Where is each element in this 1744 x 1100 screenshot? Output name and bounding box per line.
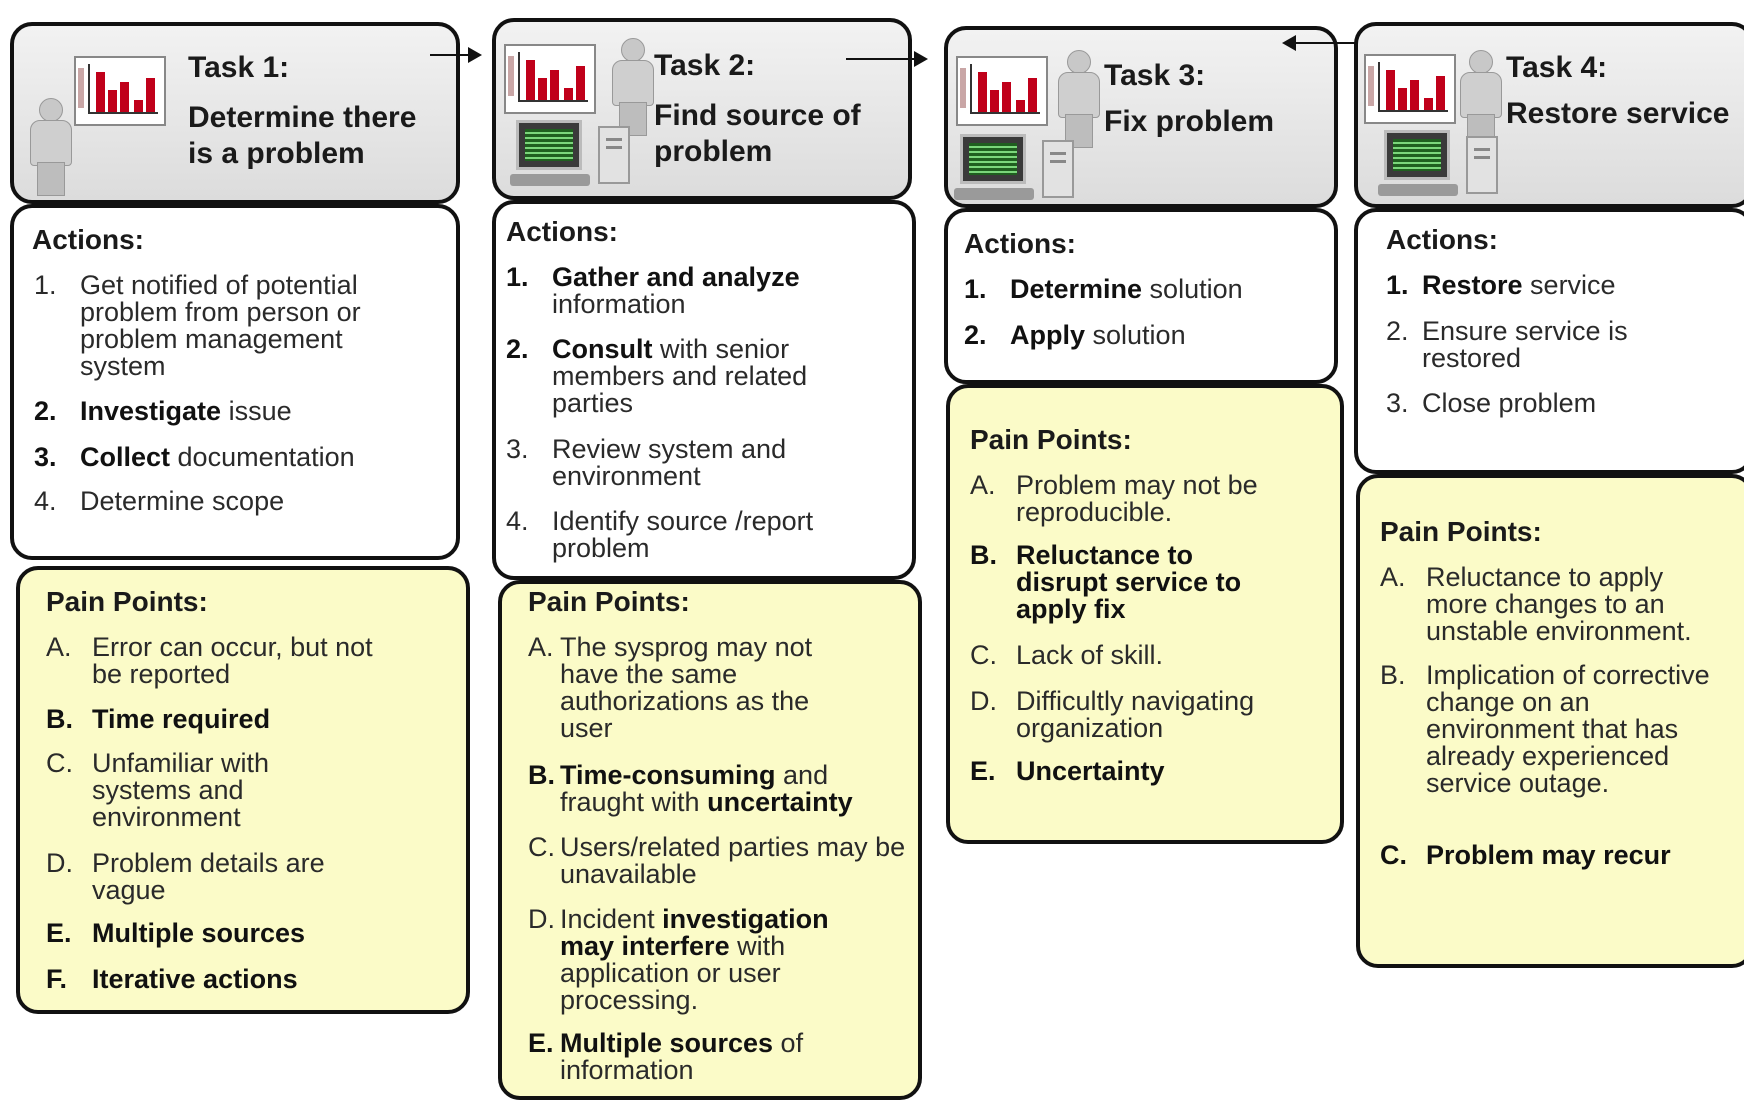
task4-action-2: 2.Ensure service is restored xyxy=(1386,316,1628,373)
task1-pain-a: A.Error can occur, but not be reported xyxy=(46,632,373,689)
task4-pain-panel xyxy=(1356,474,1744,968)
person-icon xyxy=(1056,50,1100,148)
task3-action-1: 1.Determine solution xyxy=(964,274,1243,304)
task1-pain-b: B.Time required xyxy=(46,704,271,734)
task4-pain-b: B.Implication of corrective change on an… xyxy=(1380,660,1710,798)
task2-action-4: 4.Identify source /report problem xyxy=(506,506,814,563)
task3-pain-panel xyxy=(946,384,1344,844)
person-icon xyxy=(28,98,72,196)
task1-action-2: 2.Investigate issue xyxy=(34,396,292,426)
task1-pain-panel xyxy=(16,566,470,1014)
task4-pain-a: A.Reluctance to apply more changes to an… xyxy=(1380,562,1692,646)
task4-action-1: 1.Restore service xyxy=(1386,270,1616,300)
task2-action-1: 1.Gather and analyze information xyxy=(506,262,800,319)
task2-pain-c: C.Users/related parties may be unavailab… xyxy=(528,832,906,889)
task3-actions-panel xyxy=(944,208,1338,384)
task2-action-3: 3.Review system and environment xyxy=(506,434,787,491)
task3-pain-b: B.Reluctance to disrupt service to apply… xyxy=(970,540,1242,624)
computer-icon xyxy=(510,120,636,196)
task2-actions-heading: Actions: xyxy=(506,216,618,247)
task2-actions-panel xyxy=(492,200,916,580)
task4-actions-heading: Actions: xyxy=(1386,224,1498,255)
task1-action-1: 1.Get notified of potential problem from… xyxy=(34,270,361,381)
task1-pain-e: E.Multiple sources xyxy=(46,918,306,948)
task2-action-2: 2.Consult with senior members and relate… xyxy=(506,334,808,418)
task4-pain-heading: Pain Points: xyxy=(1380,516,1542,547)
task3-title: Task 3: Fix problem xyxy=(1104,59,1275,138)
task3-pain-e: E.Uncertainty xyxy=(970,756,1165,786)
person-icon xyxy=(610,38,654,136)
computer-icon xyxy=(1378,130,1504,206)
task3-pain-heading: Pain Points: xyxy=(970,424,1132,455)
task1-pain-f: F.Iterative actions xyxy=(46,964,298,994)
task3-pain-d: D.Difficultly navigating organization xyxy=(970,686,1255,743)
task1-pain-c: C.Unfamiliar with systems and environmen… xyxy=(46,748,270,832)
arrow-task1-to-task2 xyxy=(430,47,482,63)
computer-icon xyxy=(954,134,1080,210)
task2-pain-a: A.The sysprog may not have the same auth… xyxy=(528,632,813,743)
chart-icon xyxy=(504,44,596,114)
chart-icon xyxy=(956,56,1048,126)
task3-pain-a: A.Problem may not be reproducible. xyxy=(970,470,1258,527)
task1-action-4: 4.Determine scope xyxy=(34,486,285,516)
task3-pain-c: C.Lack of skill. xyxy=(970,640,1164,670)
task4-action-3: 3.Close problem xyxy=(1386,388,1597,418)
task1-actions-panel xyxy=(10,204,460,560)
chart-icon xyxy=(74,56,166,126)
task4-pain-c: C.Problem may recur xyxy=(1380,840,1671,870)
arrow-task2-to-task3 xyxy=(846,51,928,67)
task1-action-3: 3.Collect documentation xyxy=(34,442,355,472)
task2-pain-e: E.Multiple sources of information xyxy=(528,1028,804,1085)
task1-pain-d: D.Problem details are vague xyxy=(46,848,325,905)
task2-pain-d: D.Incident investigation may interfere w… xyxy=(528,904,829,1015)
task2-pain-b: B.Time-consuming and fraught with uncert… xyxy=(528,760,853,817)
task4-title: Task 4: Restore service xyxy=(1506,51,1730,130)
task4-actions-panel xyxy=(1354,208,1744,474)
task3-actions-heading: Actions: xyxy=(964,228,1076,259)
task2-pain-panel xyxy=(498,580,922,1100)
task2-title: Task 2: Find source of problem xyxy=(654,49,861,168)
chart-icon xyxy=(1364,54,1456,124)
task3-action-2: 2.Apply solution xyxy=(964,320,1186,350)
task1-pain-heading: Pain Points: xyxy=(46,586,208,617)
task1-title: Task 1: Determine there is a problem xyxy=(188,51,417,170)
task2-pain-heading: Pain Points: xyxy=(528,586,690,617)
task1-actions-heading: Actions: xyxy=(32,224,144,255)
